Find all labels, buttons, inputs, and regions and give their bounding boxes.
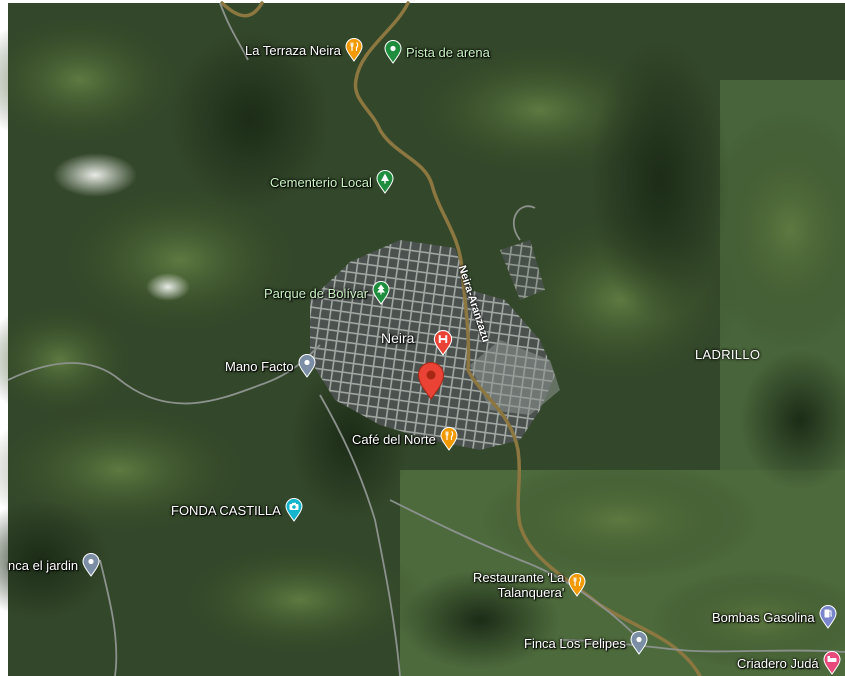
poi-finca-los-felipes[interactable]: Finca Los Felipes (524, 631, 648, 655)
poi-label: Parque de Bolívar (264, 285, 369, 301)
poi-cementerio-local[interactable]: Cementerio Local (270, 170, 394, 194)
park-icon (384, 40, 402, 64)
poi-cafe-del-norte[interactable]: Café del Norte (352, 427, 458, 451)
area-label-ladrillo: LADRILLO (695, 347, 761, 362)
poi-mano-facto[interactable]: Mano Facto (225, 354, 316, 378)
poi-label: Restaurante 'La Talanquera' (473, 570, 565, 600)
cemetery-icon (376, 170, 394, 194)
poi-label: Bombas Gasolina (712, 609, 815, 625)
poi-bombas-gasolina[interactable]: Bombas Gasolina (712, 605, 837, 629)
selected-location-marker[interactable] (417, 362, 445, 400)
poi-label: Pista de arena (406, 44, 490, 60)
location-pin-icon (417, 362, 445, 400)
poi-la-terraza-neira[interactable]: La Terraza Neira (245, 38, 363, 62)
poi-fonda-castilla[interactable]: FONDA CASTILLA (171, 498, 303, 522)
place-icon (630, 631, 648, 655)
place-icon (82, 553, 100, 577)
park-tree-icon (372, 281, 390, 305)
hotel-icon (823, 651, 841, 675)
poi-label: Café del Norte (352, 431, 436, 447)
poi-restaurante-la-talanquera[interactable]: Restaurante 'La Talanquera' (473, 570, 586, 600)
poi-pista-de-arena[interactable]: Pista de arena (384, 40, 490, 64)
poi-finca-el-jardin[interactable]: nca el jardin (8, 553, 100, 577)
hospital-icon (433, 330, 453, 356)
poi-label: Cementerio Local (270, 174, 372, 190)
poi-label: FONDA CASTILLA (171, 502, 281, 518)
poi-criadero-juda[interactable]: Criadero Judá (737, 651, 841, 675)
poi-label: nca el jardin (8, 557, 79, 573)
poi-label: Finca Los Felipes (524, 635, 626, 651)
place-icon (298, 354, 316, 378)
restaurant-icon (568, 573, 586, 597)
restaurant-icon (440, 427, 458, 451)
poi-label: Mano Facto (225, 358, 294, 374)
poi-label: Criadero Judá (737, 655, 819, 671)
gas-station-icon (819, 605, 837, 629)
camera-icon (285, 498, 303, 522)
poi-hospital[interactable] (433, 330, 453, 356)
restaurant-icon (345, 38, 363, 62)
town-label-neira: Neira (381, 330, 415, 346)
poi-parque-de-bolivar[interactable]: Parque de Bolívar (264, 281, 390, 305)
poi-label: La Terraza Neira (245, 42, 341, 58)
